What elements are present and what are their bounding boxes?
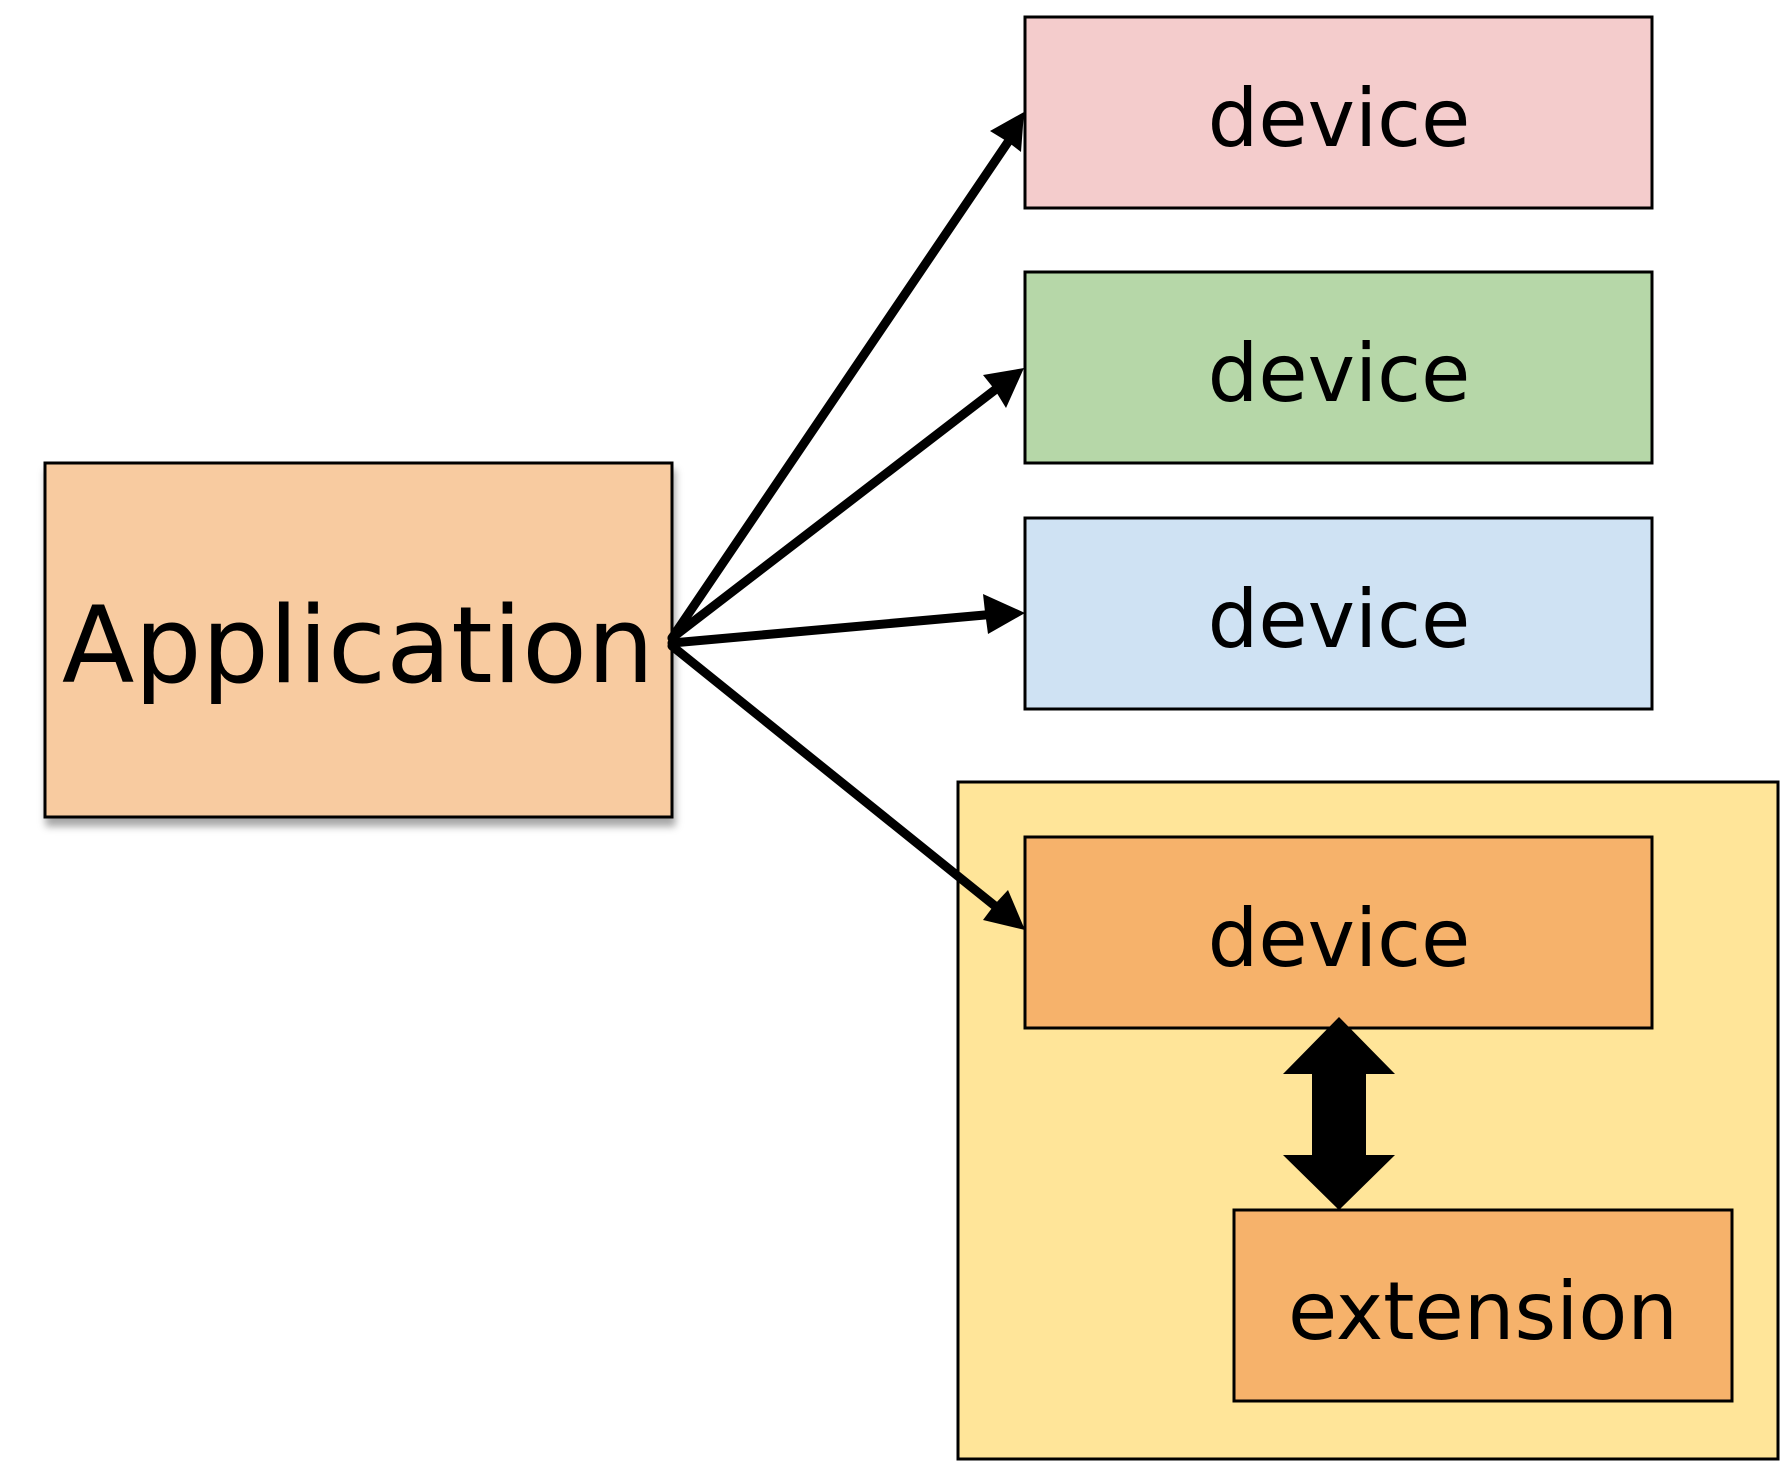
arrowhead-icon	[983, 594, 1025, 634]
device-box-1	[1023, 15, 1654, 210]
device-node-1: device	[1023, 15, 1654, 210]
device-box-3	[1023, 516, 1654, 711]
device-box-2	[1023, 270, 1654, 465]
arrow-to-device-3	[667, 609, 1001, 648]
device-label-3: device	[1208, 573, 1471, 666]
arrowhead-icon	[983, 368, 1024, 408]
arrowhead-icon	[990, 112, 1024, 152]
device-label-4: device	[1208, 892, 1471, 985]
application-label: Application	[62, 584, 654, 707]
application-box	[43, 461, 674, 819]
arrowhead-icon	[983, 890, 1025, 930]
device-node-2: device	[1023, 270, 1654, 465]
device-node-4: device	[1023, 835, 1654, 1030]
device-label-2: device	[1208, 327, 1471, 420]
extension-label: extension	[1288, 1265, 1678, 1358]
application-node: Application	[43, 461, 674, 819]
device-node-3: device	[1023, 516, 1654, 711]
device-label-1: device	[1208, 72, 1471, 165]
extension-node: extension	[1232, 1208, 1734, 1403]
bidirectional-arrow-icon	[1283, 1017, 1395, 1210]
arrow-to-device-4	[667, 641, 1005, 915]
arrow-to-device-1	[667, 137, 1013, 643]
application-to-device-arrows	[667, 112, 1025, 930]
arrow-to-device-2	[667, 381, 1005, 643]
device-box-4	[1023, 835, 1654, 1030]
extension-box	[1232, 1208, 1734, 1403]
